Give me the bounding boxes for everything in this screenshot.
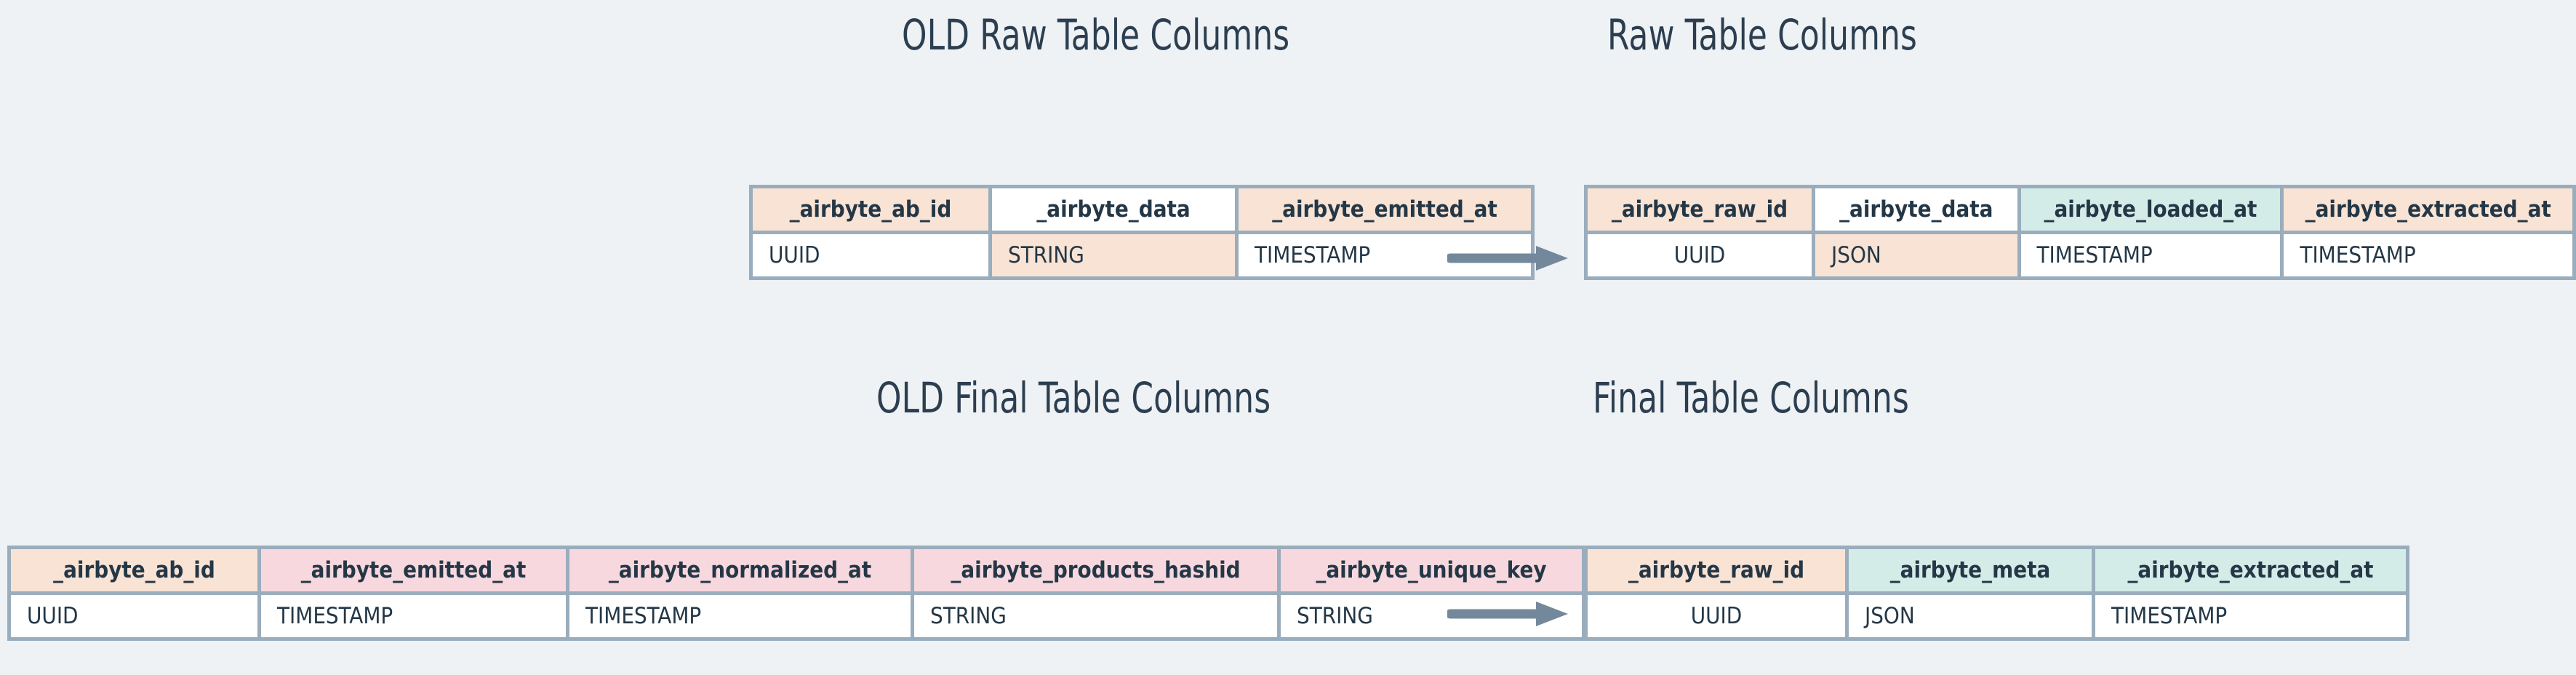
table-row: _airbyte_raw_id _airbyte_meta _airbyte_e… [1584,546,2409,595]
title-old-final-table-columns: OLD Final Table Columns [876,373,1271,423]
type-cell: TIMESTAMP [2280,231,2576,280]
header-cell: _airbyte_extracted_at [2092,546,2409,595]
type-cell: STRING [988,231,1239,280]
table-row: UUID JSON TIMESTAMP TIMESTAMP [1583,231,2576,280]
type-cell: UUID [1584,591,1849,641]
type-cell: JSON [1812,231,2021,280]
type-cell: STRING [911,591,1281,641]
header-cell: _airbyte_meta [1845,546,2095,595]
header-cell: _airbyte_raw_id [1583,185,1816,234]
type-cell: TIMESTAMP [566,591,914,641]
header-cell: _airbyte_ab_id [7,546,261,595]
title-raw-table-columns: Raw Table Columns [1607,10,1918,60]
table-row: _airbyte_ab_id _airbyte_data _airbyte_em… [749,185,1535,234]
table-row: UUID JSON TIMESTAMP [1584,591,2409,641]
header-cell: _airbyte_emitted_at [1235,185,1535,234]
header-cell: _airbyte_normalized_at [566,546,914,595]
header-cell: _airbyte_emitted_at [257,546,569,595]
header-cell: _airbyte_extracted_at [2280,185,2576,234]
type-cell: TIMESTAMP [2092,591,2409,641]
header-cell: _airbyte_ab_id [749,185,992,234]
header-cell: _airbyte_raw_id [1584,546,1849,595]
arrow-final-mapping-icon [1447,602,1568,626]
table-old-final: _airbyte_ab_id _airbyte_emitted_at _airb… [7,546,1585,641]
table-row: UUID TIMESTAMP TIMESTAMP STRING STRING [7,591,1585,641]
type-cell: UUID [7,591,261,641]
arrow-raw-mapping-icon [1447,246,1568,271]
type-cell: TIMESTAMP [2017,231,2284,280]
title-old-raw-table-columns: OLD Raw Table Columns [902,10,1290,60]
type-cell: UUID [749,231,992,280]
table-row: _airbyte_ab_id _airbyte_emitted_at _airb… [7,546,1585,595]
table-new-final: _airbyte_raw_id _airbyte_meta _airbyte_e… [1584,546,2409,641]
type-cell: UUID [1583,231,1816,280]
table-old-raw: _airbyte_ab_id _airbyte_data _airbyte_em… [749,185,1535,280]
type-cell: JSON [1845,591,2095,641]
table-new-raw: _airbyte_raw_id _airbyte_data _airbyte_l… [1583,185,2576,280]
header-cell: _airbyte_unique_key [1277,546,1585,595]
header-cell: _airbyte_loaded_at [2017,185,2284,234]
header-cell: _airbyte_products_hashid [911,546,1281,595]
header-cell: _airbyte_data [1812,185,2021,234]
header-cell: _airbyte_data [988,185,1239,234]
table-row: _airbyte_raw_id _airbyte_data _airbyte_l… [1583,185,2576,234]
title-final-table-columns: Final Table Columns [1593,373,1909,423]
type-cell: TIMESTAMP [257,591,569,641]
table-row: UUID STRING TIMESTAMP [749,231,1535,280]
